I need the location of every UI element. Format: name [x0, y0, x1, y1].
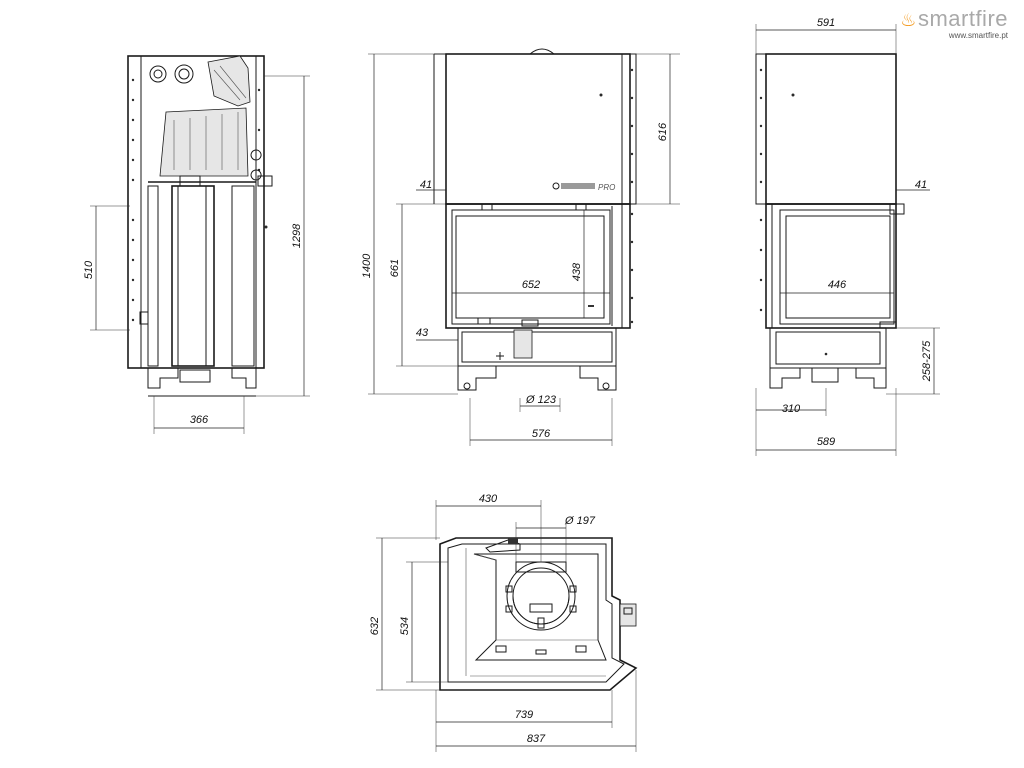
side-air-intake-2 — [174, 64, 194, 84]
brand-website: www.smartfire.pt — [948, 31, 1008, 40]
front-handle — [521, 319, 539, 327]
side-air-intake-1 — [149, 65, 167, 83]
right-glass — [785, 215, 891, 319]
dim-front-door-width: 652 — [522, 279, 540, 291]
plan-view — [439, 537, 638, 691]
dim-right-base-width: 589 — [817, 436, 835, 448]
front-view: PRO — [433, 48, 637, 391]
dim-front-top-height: 616 — [657, 122, 669, 141]
front-upper-hood — [445, 53, 631, 205]
front-dimensions — [368, 53, 680, 446]
dim-right-door-width: 446 — [828, 279, 847, 291]
plan-side-handle — [619, 603, 637, 627]
dim-right-inlet-offset: 310 — [782, 403, 801, 415]
front-air-control — [513, 329, 533, 359]
right-upper-hood — [765, 53, 897, 205]
flame-icon: ♨ — [900, 10, 917, 30]
side-dimensions — [90, 75, 310, 434]
front-lower-body — [457, 327, 617, 367]
side-deflector — [159, 107, 249, 177]
dim-front-door-height: 438 — [571, 262, 583, 281]
dim-front-offset-left: 41 — [420, 179, 432, 191]
plan-dimensions — [376, 500, 637, 752]
dim-side-width: 366 — [190, 414, 209, 426]
side-door-profile — [171, 185, 215, 367]
right-dimensions — [755, 24, 940, 456]
right-lower-body — [769, 327, 887, 369]
side-outer-body — [127, 55, 265, 369]
dim-front-base-offset: 43 — [416, 327, 429, 339]
dim-plan-depth-total: 632 — [369, 617, 381, 635]
brand-logo: ♨smartfire www.smartfire.pt — [900, 6, 1008, 41]
dim-plan-width-inner: 739 — [515, 709, 533, 721]
front-brand-badge-text: PRO — [598, 183, 615, 192]
side-handle — [139, 311, 149, 325]
front-rivets — [630, 68, 634, 324]
plan-firebox — [473, 553, 607, 661]
dim-front-glass-height: 661 — [389, 259, 401, 277]
dim-plan-depth-inner: 534 — [399, 617, 411, 635]
dim-side-total-height: 1298 — [291, 223, 303, 248]
dim-plan-flue-offset: 430 — [479, 493, 498, 505]
dim-plan-width-total: 837 — [527, 733, 546, 745]
side-flue-collar — [207, 55, 251, 107]
dim-front-base-width: 576 — [532, 428, 551, 440]
front-door-frame — [445, 203, 631, 329]
right-view — [755, 53, 905, 389]
plan-outer-casing — [439, 537, 638, 691]
dim-right-inlet-range: 258-275 — [921, 340, 933, 382]
front-glass — [455, 215, 605, 319]
dim-front-total-height: 1400 — [361, 253, 373, 278]
brand-name: smartfire — [917, 6, 1008, 31]
side-view — [127, 55, 273, 397]
dim-side-opening-height: 510 — [83, 260, 95, 279]
front-brand-badge-icon — [552, 182, 560, 190]
dim-right-offset: 41 — [915, 179, 927, 191]
dim-right-top-width: 591 — [817, 17, 835, 29]
side-rivets — [131, 78, 268, 322]
front-brand-badge-bar — [561, 183, 595, 189]
dim-plan-flue-diameter: Ø 197 — [564, 515, 596, 527]
dim-front-flue-diameter: Ø 123 — [525, 394, 557, 406]
right-rivets — [759, 68, 763, 312]
plan-top-handle — [485, 539, 521, 553]
